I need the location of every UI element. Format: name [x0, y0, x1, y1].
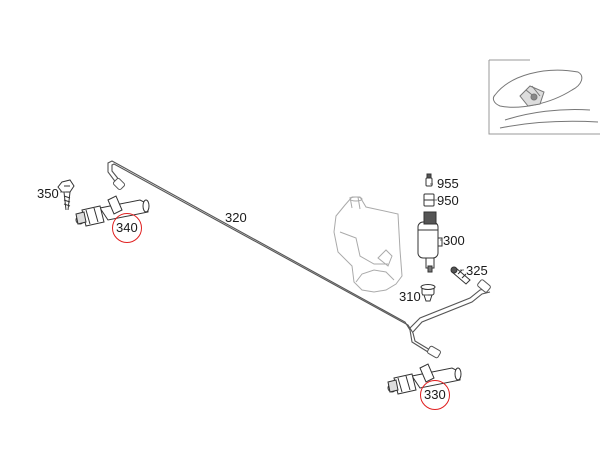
screw-350	[57, 179, 75, 211]
reservoir-outline	[333, 196, 403, 293]
label-955: 955	[437, 176, 459, 191]
label-950: 950	[437, 193, 459, 208]
connector-950-955	[423, 173, 435, 207]
connector-325	[450, 266, 471, 285]
label-325: 325	[466, 263, 488, 278]
pump-300	[417, 211, 443, 273]
label-340: 340	[116, 220, 138, 235]
highlight-ring-340	[112, 213, 142, 243]
nozzle-assembly-340	[75, 195, 150, 227]
hose-connectors	[112, 177, 491, 359]
label-330: 330	[424, 387, 446, 402]
label-310: 310	[399, 289, 421, 304]
hose-320	[107, 160, 491, 353]
grommet-310	[420, 284, 436, 302]
leader-lines	[60, 183, 464, 296]
inset-detail-view	[488, 59, 600, 135]
highlight-ring-330	[420, 380, 450, 410]
label-300: 300	[443, 233, 465, 248]
label-320: 320	[225, 210, 247, 225]
label-350: 350	[37, 186, 59, 201]
